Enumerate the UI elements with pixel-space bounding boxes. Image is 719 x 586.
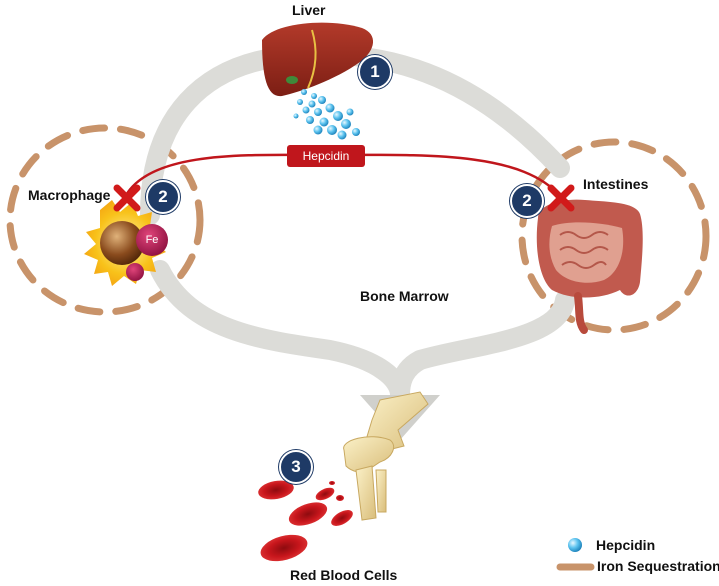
intestines-blocked-x: [547, 184, 575, 212]
macrophage-label: Macrophage: [28, 187, 111, 203]
step-badge-macrophage: 2: [146, 180, 180, 214]
legend-hepcidin-swatch: [568, 538, 582, 552]
macrophage-blocked-x: [113, 184, 141, 212]
legend-iron-sequestration-label: Iron Sequestration: [597, 558, 719, 574]
iron-fe-label: Fe: [145, 234, 159, 246]
bone-marrow-label: Bone Marrow: [360, 288, 449, 304]
legend-hepcidin-label: Hepcidin: [596, 537, 656, 553]
iron-pathway-arrows: [140, 44, 575, 405]
intestines-illustration: [536, 199, 643, 334]
liver-label: Liver: [292, 2, 326, 18]
hepcidin-signal-label: Hepcidin: [287, 145, 365, 167]
step-badge-liver: 1: [358, 55, 392, 89]
macrophage-illustration: [84, 200, 168, 286]
liver-illustration: [262, 22, 374, 97]
macrophage-sequestration-ring: [6, 124, 204, 316]
intestines-label: Intestines: [583, 176, 649, 192]
bone-marrow-illustration: [343, 391, 429, 521]
red-blood-cells-label: Red Blood Cells: [290, 567, 398, 583]
step-badge-rbc: 3: [279, 450, 313, 484]
red-blood-cells: [258, 480, 353, 562]
step-badge-intestines: 2: [510, 184, 544, 218]
hepcidin-droplets: [293, 89, 360, 140]
intestines-sequestration-ring: [518, 138, 710, 334]
